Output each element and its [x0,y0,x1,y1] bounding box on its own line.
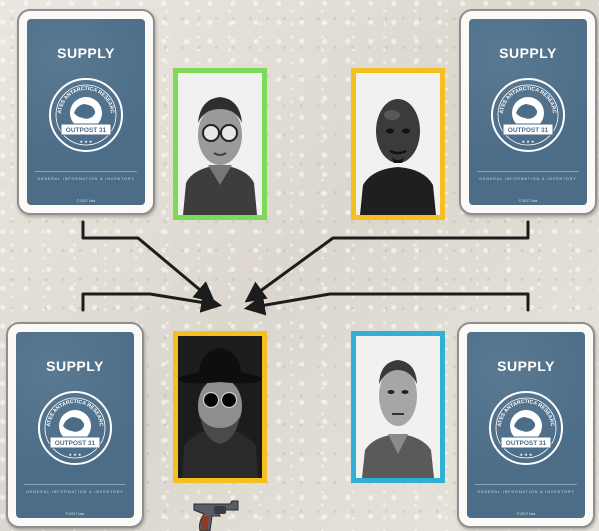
card-title: SUPPLY [57,45,115,61]
svg-text:★ ★ ★: ★ ★ ★ [80,139,93,144]
card-face: SUPPLY UNITED STATES ANTARCTICA RESEARCH… [469,19,587,205]
card-title: SUPPLY [499,45,557,61]
card-face: SUPPLY UNITED STATES ANTARCTICA RESEARCH… [16,332,134,518]
outpost-seal-icon: UNITED STATES ANTARCTICA RESEARCH STATIO… [488,390,563,465]
card-subtitle: GENERAL INFORMATION & INVENTORY [479,177,577,181]
revolver-icon[interactable] [190,496,246,531]
seal-banner: OUTPOST 31 [506,440,547,447]
outpost-seal-icon: UNITED STATES ANTARCTICA RESEARCH STATIO… [490,77,565,152]
seal-banner: OUTPOST 31 [508,127,549,134]
card-divider [24,484,126,485]
card-copyright: © 2017 Usa [518,199,538,203]
card-face: SUPPLY UNITED STATES ANTARCTICA RESEARCH… [467,332,585,518]
card-copyright: © 2017 Usa [76,199,96,203]
seal-banner: OUTPOST 31 [66,127,107,134]
portrait-glasses-man[interactable] [173,68,267,220]
card-copyright: © 2017 Usa [516,512,536,516]
arrow-icon [81,291,223,313]
card-subtitle: GENERAL INFORMATION & INVENTORY [477,490,575,494]
card-subtitle: GENERAL INFORMATION & INVENTORY [26,490,124,494]
supply-card-bottom-right[interactable]: SUPPLY UNITED STATES ANTARCTICA RESEARCH… [457,322,595,528]
seal-banner: OUTPOST 31 [55,440,96,447]
card-subtitle: GENERAL INFORMATION & INVENTORY [37,177,135,181]
portrait-bald-man[interactable] [351,68,445,220]
svg-text:★ ★ ★: ★ ★ ★ [69,452,82,457]
arrow-icon [243,292,530,316]
character-thin-man-icon [356,336,440,478]
arrow-icon [244,220,530,303]
character-bald-man-icon [356,73,440,215]
outpost-seal-icon: UNITED STATES ANTARCTICA RESEARCH STATIO… [37,390,112,465]
arrow-icon [81,220,216,303]
character-glasses-man-icon [178,73,262,215]
card-divider [35,171,137,172]
character-hat-man-icon [178,336,262,478]
supply-card-top-left[interactable]: SUPPLY UNITED STATES ANTARCTICA RESEARCH… [17,9,155,215]
supply-card-bottom-left[interactable]: SUPPLY UNITED STATES ANTARCTICA RESEARCH… [6,322,144,528]
card-face: SUPPLY UNITED STATES ANTARCTICA RESEARCH… [27,19,145,205]
card-divider [475,484,577,485]
card-divider [477,171,579,172]
portrait-thin-man[interactable] [351,331,445,483]
card-copyright: © 2017 Usa [65,512,85,516]
card-title: SUPPLY [497,358,555,374]
svg-text:★ ★ ★: ★ ★ ★ [520,452,533,457]
svg-text:★ ★ ★: ★ ★ ★ [522,139,535,144]
outpost-seal-icon: UNITED STATES ANTARCTICA RESEARCH STATIO… [48,77,123,152]
supply-card-top-right[interactable]: SUPPLY UNITED STATES ANTARCTICA RESEARCH… [459,9,597,215]
portrait-hat-man[interactable] [173,331,267,483]
card-title: SUPPLY [46,358,104,374]
